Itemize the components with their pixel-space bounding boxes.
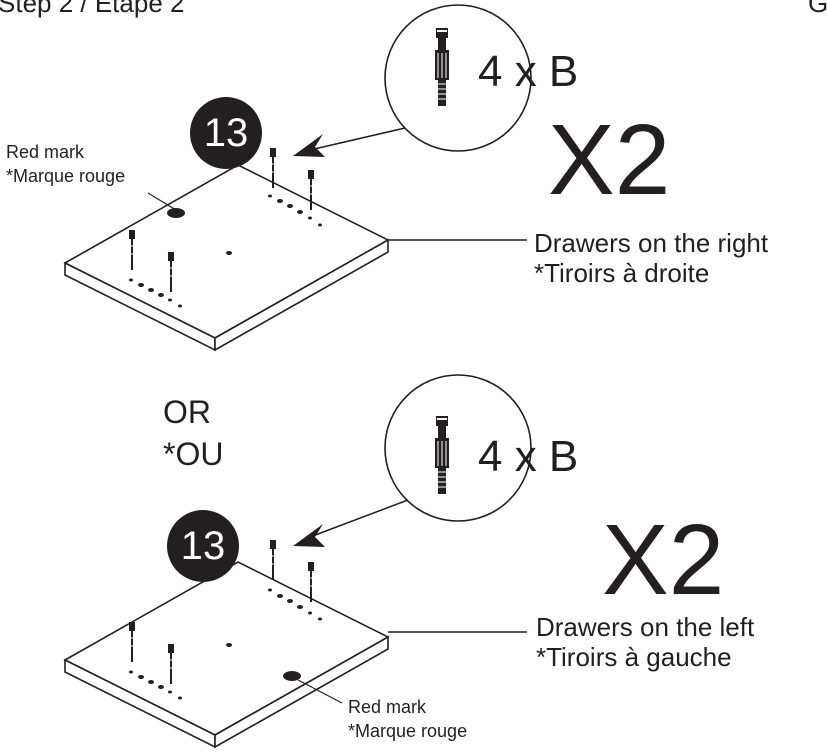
bottom-panel-board <box>63 374 532 749</box>
multiplier: X2 <box>548 104 671 216</box>
step-title: Step 2 / Étape 2 <box>0 0 185 18</box>
or-separator: OR *OU <box>163 394 224 472</box>
arrow-icon <box>293 524 325 547</box>
red-mark-label: Red mark *Marque rouge <box>348 697 468 742</box>
hardware-count: 4 x B <box>478 432 579 481</box>
drawers-right-label: Drawers on the right *Tiroirs à droite <box>534 228 769 288</box>
top-panel-board <box>63 4 532 352</box>
drawers-left-label: Drawers on the left *Tiroirs à gauche <box>536 612 755 672</box>
red-mark-label: Red mark *Marque rouge <box>6 142 126 187</box>
hardware-count: 4 x B <box>478 47 579 96</box>
step-number-badge: 13 <box>167 510 239 582</box>
step-number-badge: 13 <box>190 97 262 169</box>
corner-label: G <box>808 0 827 18</box>
arrow-icon <box>293 134 325 157</box>
multiplier: X2 <box>602 504 725 616</box>
